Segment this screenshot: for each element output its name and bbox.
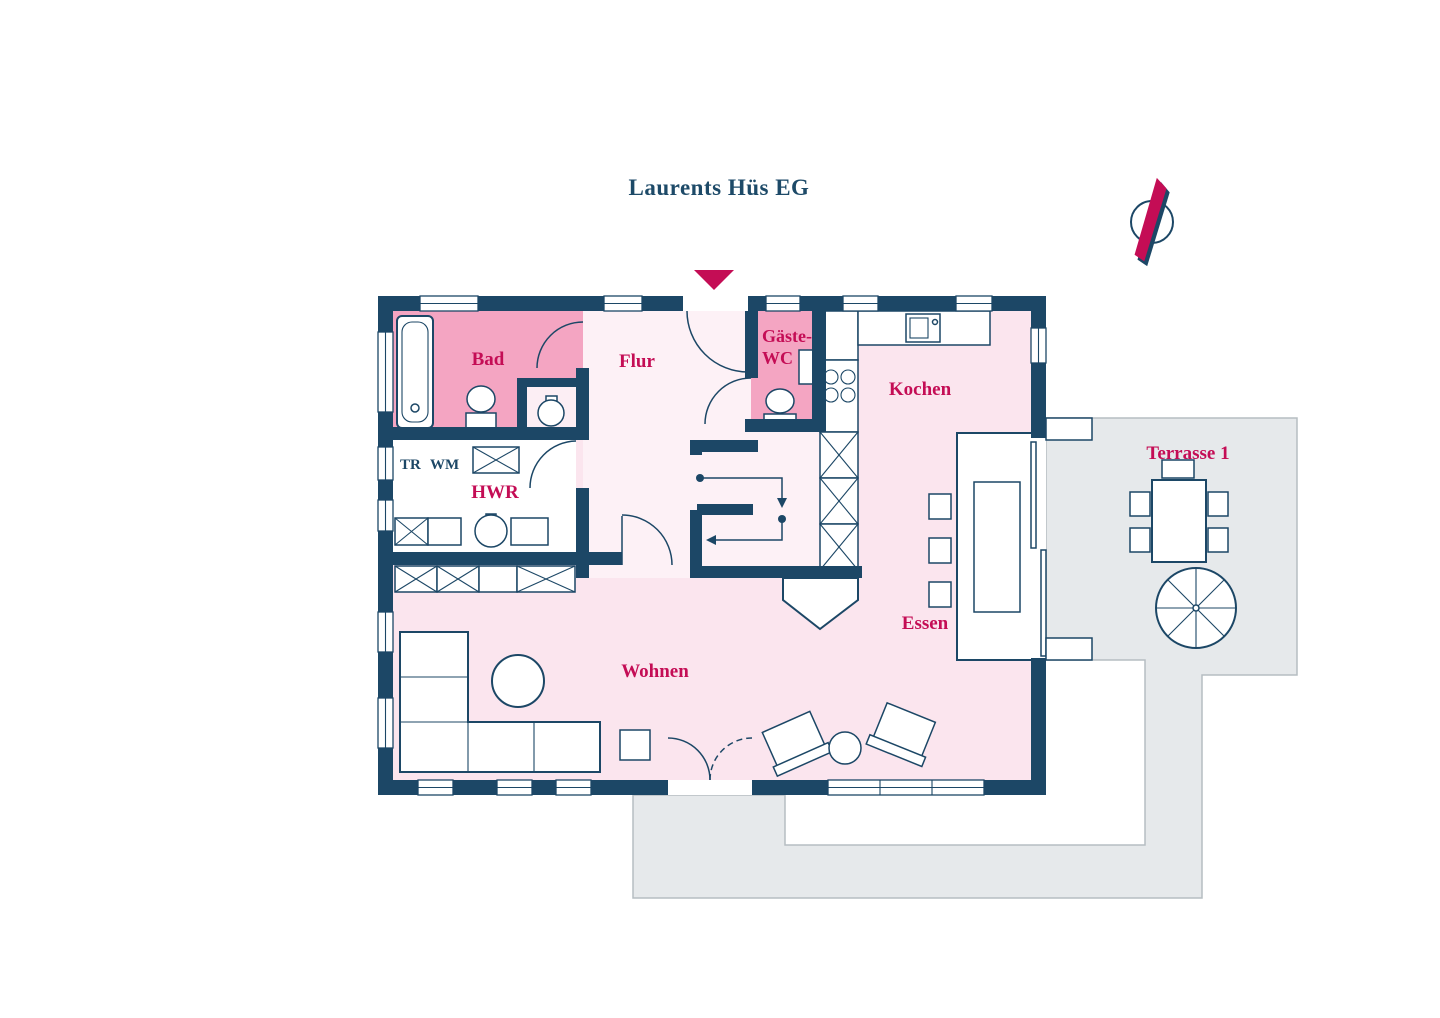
kitchen-fixtures xyxy=(782,310,991,631)
hwr-sink-icon xyxy=(474,514,508,548)
terrace-chair-icon xyxy=(1207,491,1229,517)
room-label-terrasse: Terrasse 1 xyxy=(1146,443,1229,464)
hwr-fixtures xyxy=(394,446,576,593)
wc-door-swing xyxy=(704,377,752,425)
entrance-opening xyxy=(683,296,748,311)
round-side-table-icon xyxy=(828,731,862,765)
living-room-fixtures xyxy=(399,631,937,778)
dining-chair-icon xyxy=(928,581,952,608)
sliding-door-panel xyxy=(1030,441,1037,549)
kitchen-tall-units xyxy=(819,431,859,571)
room-label-gaeste-wc-line2: WC xyxy=(762,348,793,368)
hwr-counter xyxy=(394,513,549,548)
garden-door-swing xyxy=(667,737,711,781)
room-labels: Bad Flur Gäste- WC Kochen HWR TR WM Esse… xyxy=(400,326,1230,682)
dining-chair-icon xyxy=(928,537,952,564)
terrace-furniture xyxy=(1129,459,1237,649)
garden-door-swing-dashed xyxy=(709,737,753,781)
dining-table-inner xyxy=(973,481,1021,613)
parasol-icon xyxy=(1155,567,1237,649)
bathroom-fixtures xyxy=(396,315,565,429)
toilet-bowl-icon xyxy=(466,385,496,413)
room-label-bad: Bad xyxy=(472,349,505,370)
bad-door-swing xyxy=(536,321,584,369)
dining-table-icon xyxy=(956,432,1040,661)
appliance-label-wm: WM xyxy=(430,457,459,473)
terrace-door-step xyxy=(1045,637,1093,661)
bathtub-drain-icon xyxy=(410,403,420,413)
coffee-table-icon xyxy=(491,654,545,708)
terrace-chair-icon xyxy=(1129,527,1151,553)
terrace-table-icon xyxy=(1151,479,1207,563)
room-label-kochen: Kochen xyxy=(889,379,952,400)
appliance-label-tr: TR xyxy=(400,457,421,473)
room-label-essen: Essen xyxy=(902,613,949,634)
bathtub-inner xyxy=(401,321,429,423)
stair-arrow-down-icon xyxy=(777,498,787,508)
openings xyxy=(377,295,1093,796)
terrace-chair-icon xyxy=(1129,491,1151,517)
room-label-wohnen: Wohnen xyxy=(621,661,689,682)
room-label-flur: Flur xyxy=(619,351,655,372)
terrace-chair-icon xyxy=(1207,527,1229,553)
page-title: Laurents Hüs EG xyxy=(629,175,810,200)
wc-toilet-bowl-icon xyxy=(765,388,795,414)
stove-icon xyxy=(819,359,859,433)
room-label-hwr: HWR xyxy=(471,482,519,503)
dining-chair-icon xyxy=(928,493,952,520)
armchair-icon xyxy=(865,701,937,768)
wohnen-door-swing xyxy=(621,514,673,566)
entrance-door-swing xyxy=(686,310,749,373)
hwr-door-swing xyxy=(529,440,577,489)
compass-north-icon xyxy=(1130,177,1174,267)
room-label-gaeste-wc-line1: Gäste- xyxy=(762,326,812,346)
kitchen-sink-icon xyxy=(905,313,941,343)
washing-machine-icon xyxy=(472,446,520,474)
stair-landing-wall xyxy=(697,504,753,515)
washbasin-icon xyxy=(537,399,565,427)
toilet-tank-icon xyxy=(465,412,497,429)
entrance-arrow-icon xyxy=(694,270,734,290)
sideboard-row xyxy=(394,565,576,593)
terrace-door-step xyxy=(1045,417,1093,441)
terrace-chair-icon xyxy=(1161,459,1195,479)
side-table-icon xyxy=(619,729,651,761)
garden-door-opening xyxy=(668,780,752,795)
sliding-door-panel xyxy=(1040,549,1047,657)
window-icon xyxy=(377,295,1047,796)
dining-fixtures xyxy=(928,432,1040,661)
kitchen-fridge-icon xyxy=(819,310,859,361)
sofa-icon xyxy=(399,631,601,773)
staircase xyxy=(696,474,787,545)
stair-arrow-left-icon xyxy=(706,535,716,545)
